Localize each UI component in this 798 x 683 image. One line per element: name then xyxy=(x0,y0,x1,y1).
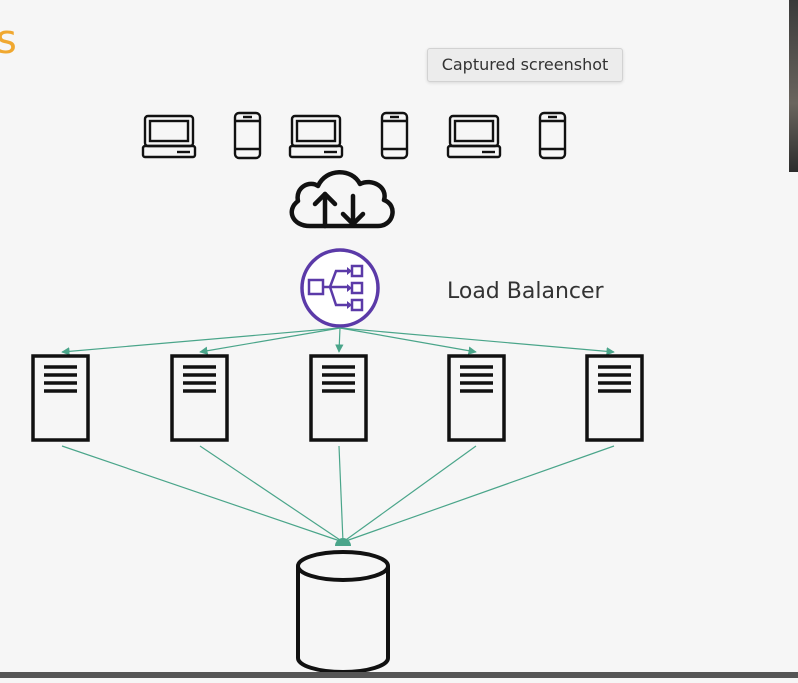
video-thumbnail-edge xyxy=(789,0,798,172)
client-laptop-icon xyxy=(288,114,344,159)
client-phone-icon xyxy=(380,111,409,160)
server-icon xyxy=(447,354,506,442)
server-to-db-connectors xyxy=(61,445,615,543)
client-laptop-icon xyxy=(141,114,197,159)
db-connector-hub xyxy=(335,538,351,546)
load-balancer-label: Load Balancer xyxy=(447,279,604,304)
lb-to-server-connectors xyxy=(61,327,615,356)
server-icon xyxy=(31,354,90,442)
load-balancer-icon xyxy=(300,248,380,328)
bottom-bar xyxy=(0,672,798,678)
server-icon xyxy=(585,354,644,442)
client-phone-icon xyxy=(538,111,567,160)
slide-title-fragment: s xyxy=(0,17,17,63)
captured-screenshot-tooltip: Captured screenshot xyxy=(427,48,623,82)
database-cylinder-icon xyxy=(296,550,390,674)
client-laptop-icon xyxy=(446,114,502,159)
server-icon xyxy=(309,354,368,442)
client-phone-icon xyxy=(233,111,262,160)
server-icon xyxy=(170,354,229,442)
cloud-upload-download-icon xyxy=(289,170,395,229)
